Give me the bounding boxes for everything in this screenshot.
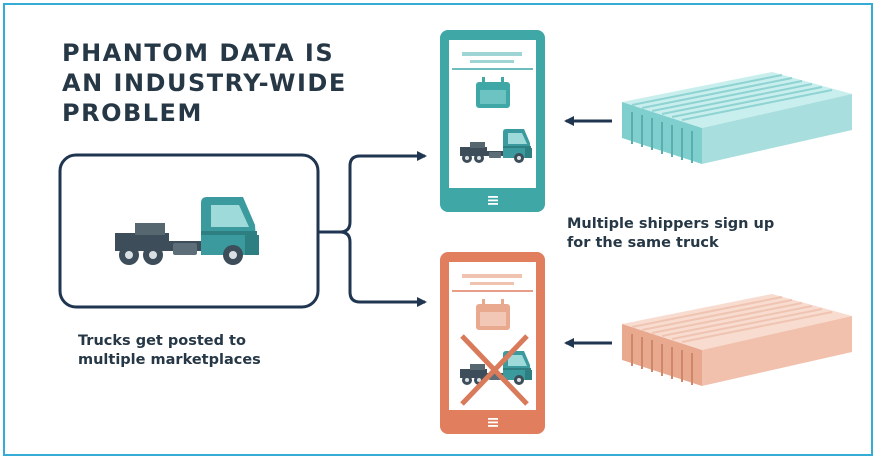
shipping-containers-icon	[621, 293, 853, 387]
shipping-containers-icon	[621, 71, 853, 165]
menu-icon	[488, 196, 498, 205]
branch-connector	[318, 151, 427, 307]
title-line-3: PROBLEM	[62, 99, 203, 127]
calendar-icon	[476, 299, 510, 330]
menu-icon	[488, 418, 498, 427]
caption-left-line-1: Trucks get posted to	[78, 333, 246, 349]
marketplace-phone-coral	[440, 252, 545, 434]
cross-icon	[460, 334, 529, 406]
caption-shippers-sign-up: Multiple shippers sign up for the same t…	[567, 215, 774, 253]
title-line-2: AN INDUSTRY-WIDE	[62, 69, 347, 97]
caption-right-line-1: Multiple shippers sign up	[567, 216, 775, 232]
caption-right-line-2: for the same truck	[567, 235, 719, 251]
diagram-title: PHANTOM DATA IS AN INDUSTRY-WIDE PROBLEM	[62, 38, 392, 128]
caption-left-line-2: multiple marketplaces	[78, 352, 261, 368]
calendar-icon	[476, 77, 510, 108]
title-line-1: PHANTOM DATA IS	[62, 39, 335, 67]
marketplace-phone-teal	[440, 30, 545, 212]
source-truck-box	[58, 153, 320, 309]
caption-trucks-posted: Trucks get posted to multiple marketplac…	[78, 332, 261, 370]
